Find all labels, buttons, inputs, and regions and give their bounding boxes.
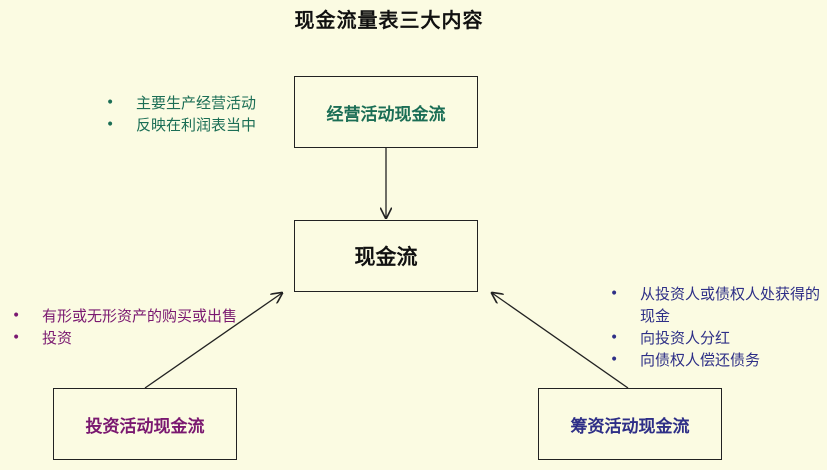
cash-flow-label: 现金流 bbox=[354, 244, 418, 269]
arrow-investing-to-cash bbox=[144, 293, 282, 389]
financing-cash-flow-box: 筹资活动现金流 bbox=[538, 388, 722, 460]
financing-note: 向投资人分红 bbox=[610, 327, 827, 349]
financing-notes: 从投资人或债权人处获得的现金 向投资人分红 向债权人偿还债务 bbox=[610, 283, 827, 371]
investing-notes: 有形或无形资产的购买或出售 投资 bbox=[12, 305, 242, 349]
operating-notes: 主要生产经营活动 反映在利润表当中 bbox=[106, 92, 256, 136]
diagram-title: 现金流量表三大内容 bbox=[294, 8, 484, 32]
operating-cash-flow-label: 经营活动现金流 bbox=[326, 104, 446, 125]
investing-cash-flow-label: 投资活动现金流 bbox=[85, 416, 205, 437]
investing-cash-flow-box: 投资活动现金流 bbox=[53, 388, 237, 460]
operating-note: 反映在利润表当中 bbox=[106, 114, 256, 136]
investing-note: 有形或无形资产的购买或出售 bbox=[12, 305, 242, 327]
operating-note: 主要生产经营活动 bbox=[106, 92, 256, 114]
financing-note: 向债权人偿还债务 bbox=[610, 349, 827, 371]
operating-cash-flow-box: 经营活动现金流 bbox=[294, 76, 478, 148]
financing-note: 从投资人或债权人处获得的现金 bbox=[610, 283, 827, 327]
financing-cash-flow-label: 筹资活动现金流 bbox=[570, 416, 690, 437]
arrow-financing-to-cash bbox=[492, 293, 629, 389]
cash-flow-box: 现金流 bbox=[294, 220, 478, 292]
investing-note: 投资 bbox=[12, 327, 242, 349]
